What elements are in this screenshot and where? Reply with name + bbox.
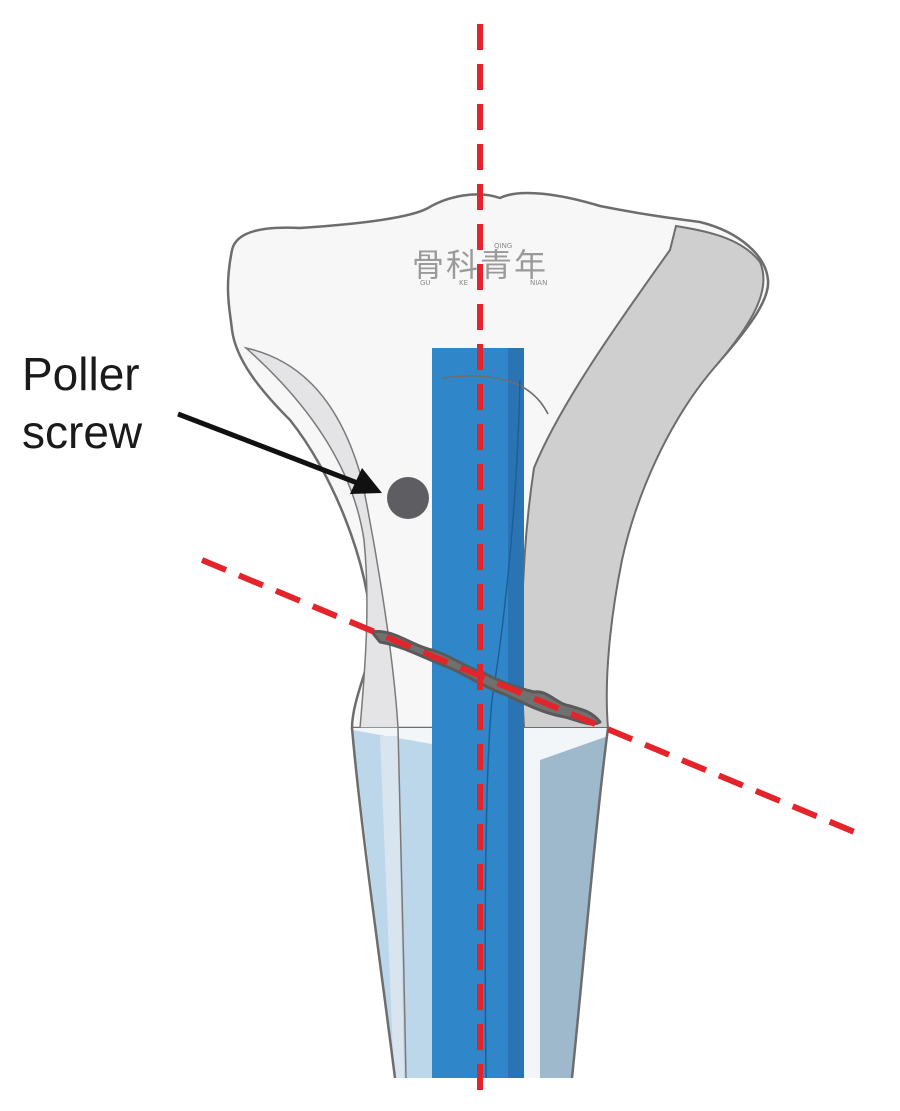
lateral-cortex [520, 224, 765, 729]
tibia-shaft-outline [350, 727, 610, 1079]
watermark-pinyin-2: KE [459, 279, 469, 287]
label-line-2: screw [22, 406, 143, 458]
label-line-1: Poller [22, 348, 140, 400]
poller-screw-icon [387, 477, 429, 519]
watermark-text: 骨科青年 [412, 246, 549, 284]
watermark-pinyin-3: QING [494, 242, 513, 250]
arrow-icon [177, 411, 382, 494]
watermark-pinyin-4: NIAN [530, 279, 548, 287]
poller-screw-label: Poller screw [22, 345, 142, 461]
watermark-pinyin-1: GU [420, 279, 431, 287]
